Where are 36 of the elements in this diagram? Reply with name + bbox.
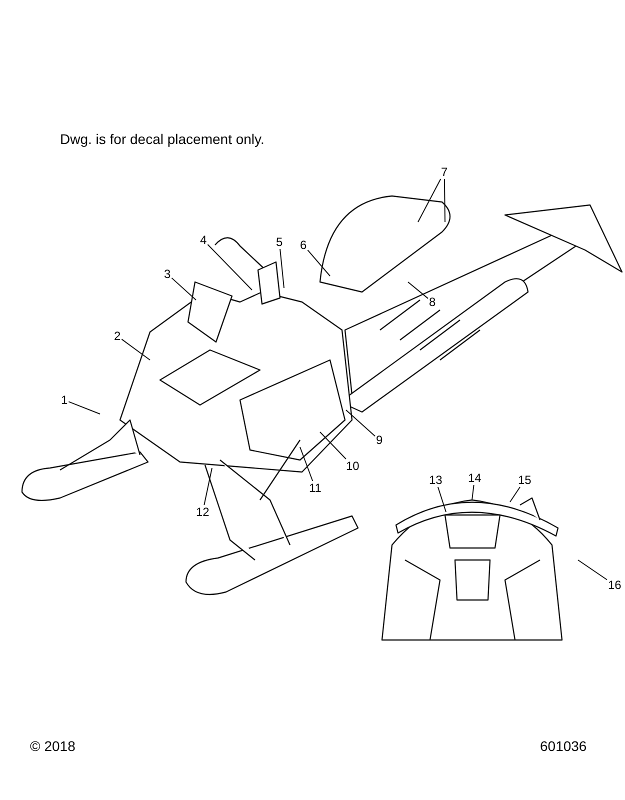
callout-number: 15 — [517, 473, 532, 487]
callout-number: 7 — [440, 165, 449, 179]
leader-line — [307, 250, 330, 276]
leader-line — [320, 432, 346, 460]
callout-number: 13 — [428, 473, 444, 487]
leader-line — [68, 401, 100, 414]
leader-line — [204, 468, 212, 506]
callout-number: 14 — [467, 471, 482, 485]
callout-number: 3 — [163, 267, 172, 281]
leader-line — [408, 282, 428, 299]
callout-number: 11 — [308, 481, 322, 495]
callout-number: 2 — [113, 329, 122, 343]
callout-number: 12 — [195, 505, 210, 519]
leader-line — [510, 486, 520, 502]
leader-line — [472, 484, 474, 500]
callout-number: 9 — [375, 433, 384, 447]
note-text: Dwg. is for decal placement only. — [60, 131, 264, 148]
callout-number: 10 — [345, 459, 360, 473]
callout-number: 4 — [199, 233, 208, 247]
leader-line — [578, 560, 608, 580]
drawing-number: 601036 — [540, 738, 587, 755]
leader-line — [121, 338, 150, 360]
leader-line — [280, 248, 284, 288]
callout-number: 16 — [607, 578, 622, 592]
leader-line — [171, 277, 196, 300]
callout-number: 6 — [299, 238, 308, 252]
callout-number: 5 — [275, 235, 284, 249]
leader-line — [437, 486, 446, 512]
leader-line — [444, 178, 446, 222]
callout-number: 1 — [60, 393, 69, 407]
callout-number: 8 — [428, 295, 437, 309]
leader-line — [207, 244, 252, 290]
leader-line — [300, 446, 314, 482]
copyright-text: © 2018 — [30, 738, 76, 755]
leader-line — [418, 178, 442, 222]
leader-line — [346, 410, 376, 437]
